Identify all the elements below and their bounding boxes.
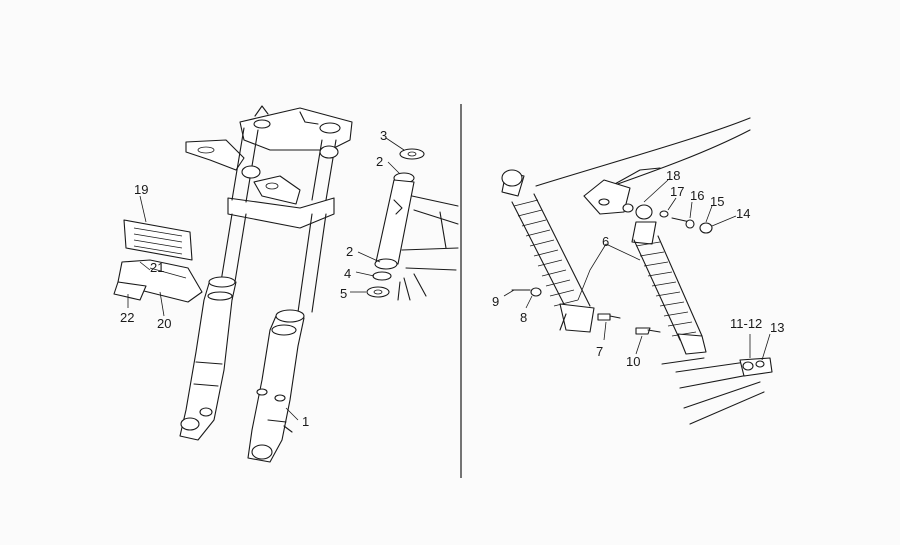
callout-2a: 2: [376, 154, 383, 169]
callout-17: 17: [670, 184, 684, 199]
callout-16: 16: [690, 188, 704, 203]
callout-labels: 1 2 2 3 4 5 19 20 21 22 6 7 8 9 10 11-12…: [120, 128, 784, 429]
callout-21: 21: [150, 260, 164, 275]
callout-1: 1: [302, 414, 309, 429]
callout-3: 3: [380, 128, 387, 143]
callout-22: 22: [120, 310, 134, 325]
callout-9: 9: [492, 294, 499, 309]
callout-14: 14: [736, 206, 750, 221]
leader-lines: [127, 137, 771, 421]
callout-10: 10: [626, 354, 640, 369]
callout-13: 13: [770, 320, 784, 335]
callout-11-12: 11-12: [730, 316, 762, 331]
callout-7: 7: [596, 344, 603, 359]
callout-2b: 2: [346, 244, 353, 259]
callout-15: 15: [710, 194, 724, 209]
callout-18: 18: [666, 168, 680, 183]
callout-5: 5: [340, 286, 347, 301]
front-fork-assembly: [179, 105, 353, 463]
right-shock-spring: [633, 235, 703, 341]
callout-20: 20: [157, 316, 171, 331]
callout-8: 8: [520, 310, 527, 325]
callout-4: 4: [344, 266, 351, 281]
callout-19: 19: [134, 182, 148, 197]
rear-shock-assembly: [501, 117, 773, 425]
headlight-grille-assembly: [113, 219, 203, 303]
left-shock-spring: [511, 193, 591, 317]
steering-stem-assembly: [366, 148, 459, 301]
callout-6: 6: [602, 234, 609, 249]
